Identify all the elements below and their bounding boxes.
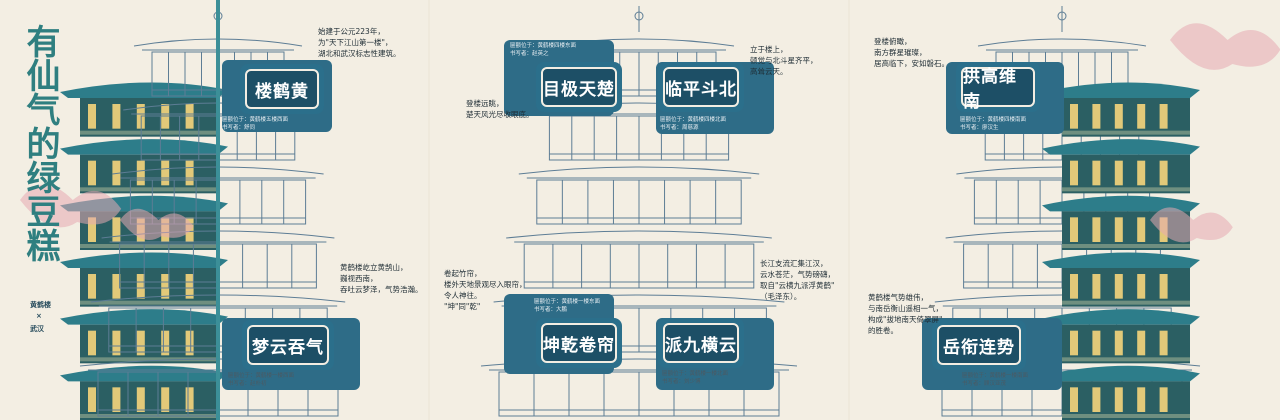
plaque-caption: 匾额位于：黄鹤楼四楼东面 书写者：赵英之 [510, 43, 577, 57]
poem-text: 登楼远眺， 楚天风光尽收眼底。 [466, 99, 534, 119]
plaque-caption: 匾额位于：黄鹤楼一楼东面 书写者：大鹏 [534, 299, 601, 313]
poem-text: 长江支流汇集江汉， 云水苍茫，气势磅礴， 取自"云横九派浮黄鹤" （毛泽东）。 [760, 259, 835, 301]
sign-text: 楼鹤黄 [245, 69, 319, 109]
sign-plaque: 梦云吞气 [242, 320, 334, 370]
sign-plaque: 拱高维南 [956, 62, 1040, 112]
sign-text: 坤乾卷帘 [541, 323, 617, 363]
sign-text: 派九横云 [663, 323, 739, 363]
divider [216, 0, 220, 420]
sign-plaque: 目极天楚 [536, 62, 622, 112]
cloud-decoration [20, 184, 122, 228]
cloud-decoration [1170, 23, 1280, 70]
plaque-caption: 匾额位于：黄鹤楼一楼西面 书写者：赵朴初 [228, 373, 295, 387]
tower-colored [1042, 82, 1200, 420]
sign-text: 临平斗北 [663, 67, 739, 107]
poem-text: 卷起竹帘， 楼外天地景观尽入眼帘， 令人神往。 "坤"同"乾" [444, 269, 527, 311]
plaque-caption: 匾额位于：黄鹤楼四楼南面 书写者：廖汉生 [960, 117, 1027, 131]
sign-text: 岳衔连势 [937, 325, 1021, 365]
panel-right: 拱高维南 匾额位于：黄鹤楼四楼南面 书写者：廖汉生 岳衔连势 匾额位于：黄鹤楼一… [850, 0, 1280, 420]
plaque-caption: 匾额位于：黄鹤楼五楼西面 书写者：舒同 [222, 117, 289, 131]
sign-text: 梦云吞气 [247, 325, 329, 365]
brand-logo-1: 黄鹤楼 [30, 301, 51, 309]
plaque-caption: 匾额位于：黄鹤楼四楼北面 书写者：周慈源 [660, 117, 727, 131]
poem-text: 黄鹤楼气势雄伟， 与南岳衡山遥相一气， 构成"拔地南天倚翠屏" 的胜卷。 [868, 293, 943, 335]
sign-plaque: 岳衔连势 [932, 320, 1026, 370]
sign-text: 目极天楚 [541, 67, 617, 107]
brand-logo-sep: × [36, 312, 42, 320]
poem-text: 始建于公元223年， 为"天下江山第一楼"， 湖北和武汉标志性建筑。 [318, 27, 401, 58]
cloud-decoration [119, 208, 194, 240]
sign-plaque: 临平斗北 [658, 62, 744, 112]
panel-middle: 匾额位于：黄鹤楼四楼东面 书写者：赵英之 目极天楚 临平斗北 匾额位于：黄鹤楼四… [430, 0, 848, 420]
plaque-caption: 匾额位于：黄鹤楼一楼南面 书写者：顾汉亚茂 [962, 373, 1029, 387]
poem-text: 登楼俯瞰， 南方群星璀璨， 居高临下，安如磐石。 [874, 37, 949, 68]
poem-text: 黄鹤楼屹立黄鹄山， 巍视西南， 吞吐云梦泽，气势浩瀚。 [340, 263, 423, 294]
plaque-caption: 匾额位于：黄鹤楼一楼北面 书写者：刘少博 [662, 371, 729, 385]
tower-illustration-left [20, 0, 357, 420]
sign-plaque: 派九横云 [658, 318, 744, 368]
page-title: 有仙气的绿豆糕 [20, 24, 60, 262]
panel-left: 有仙气的绿豆糕 黄鹤楼 × 武汉 楼鹤黄 匾额位于：黄鹤楼五楼西面 书写者：舒同… [0, 0, 428, 420]
sign-plaque: 楼鹤黄 [240, 64, 324, 114]
poem-text: 立于楼上， 顿觉与北斗星齐平， 高耸云天。 [750, 45, 818, 76]
cloud-decoration [1150, 207, 1233, 243]
brand-logo-2: 武汉 [30, 325, 44, 333]
sign-plaque: 坤乾卷帘 [536, 318, 622, 368]
sign-text: 拱高维南 [961, 67, 1035, 112]
